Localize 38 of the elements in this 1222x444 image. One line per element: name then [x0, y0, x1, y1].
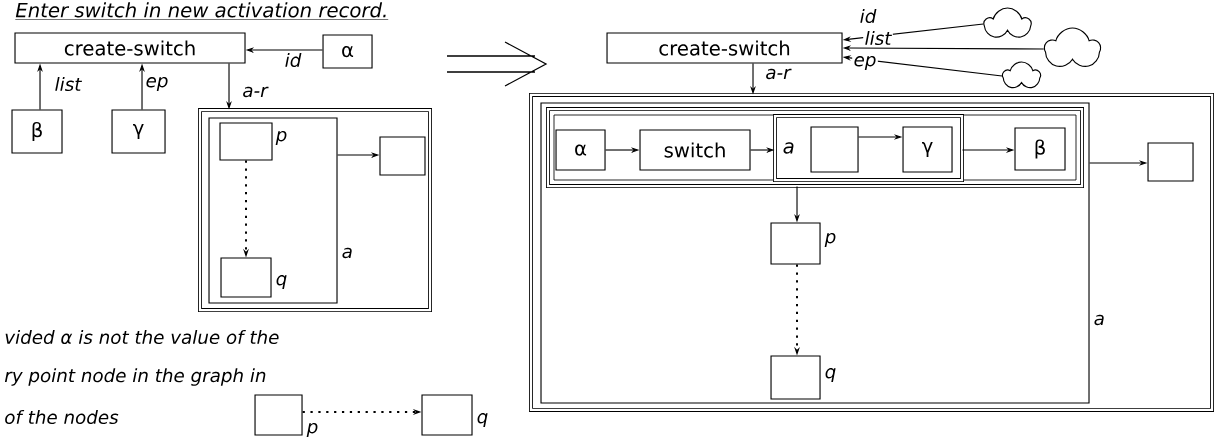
value-box: α: [322, 34, 373, 69]
node-label: q: [276, 275, 287, 289]
empty-box: [379, 136, 426, 176]
title: Enter switch in new activation record.: [15, 2, 389, 20]
edge-label: id: [858, 7, 878, 25]
empty-box: [810, 126, 859, 173]
row-box: [546, 107, 1084, 188]
value-box: γ: [902, 126, 953, 173]
note-text: vided α is not the value of the: [5, 329, 279, 345]
value-box: α: [555, 129, 606, 171]
record-box: [529, 93, 1214, 412]
node-label: p: [306, 423, 318, 437]
switch-box: switch: [639, 129, 751, 171]
cloud-shape: [1002, 61, 1042, 89]
note-text: of the nodes: [5, 409, 119, 425]
record-box: [198, 108, 432, 312]
edge-label: list: [863, 29, 893, 47]
edge-label: ep: [144, 75, 170, 93]
function-box: create-switch: [606, 32, 843, 64]
node-label: p: [824, 233, 836, 247]
empty-box: [1147, 142, 1194, 182]
note-text: ry point node in the graph in: [4, 368, 266, 386]
value-box: β: [11, 109, 63, 154]
edge-label: ep: [852, 54, 878, 72]
edge-label: a-r: [763, 67, 793, 81]
edge-label: id: [283, 51, 303, 69]
cloud-shape: [983, 7, 1032, 38]
node-label: a: [1094, 314, 1104, 326]
value-box: β: [1014, 127, 1066, 171]
edge-label: list: [53, 75, 83, 93]
cloud-shape: [1043, 27, 1102, 67]
value-box: γ: [111, 109, 166, 154]
function-box: create-switch: [14, 32, 246, 64]
node-label: q: [477, 413, 488, 427]
edge-label: a-r: [240, 85, 270, 99]
node-label: p: [275, 131, 287, 145]
node-label: a: [342, 247, 352, 259]
node-label: q: [825, 368, 836, 382]
